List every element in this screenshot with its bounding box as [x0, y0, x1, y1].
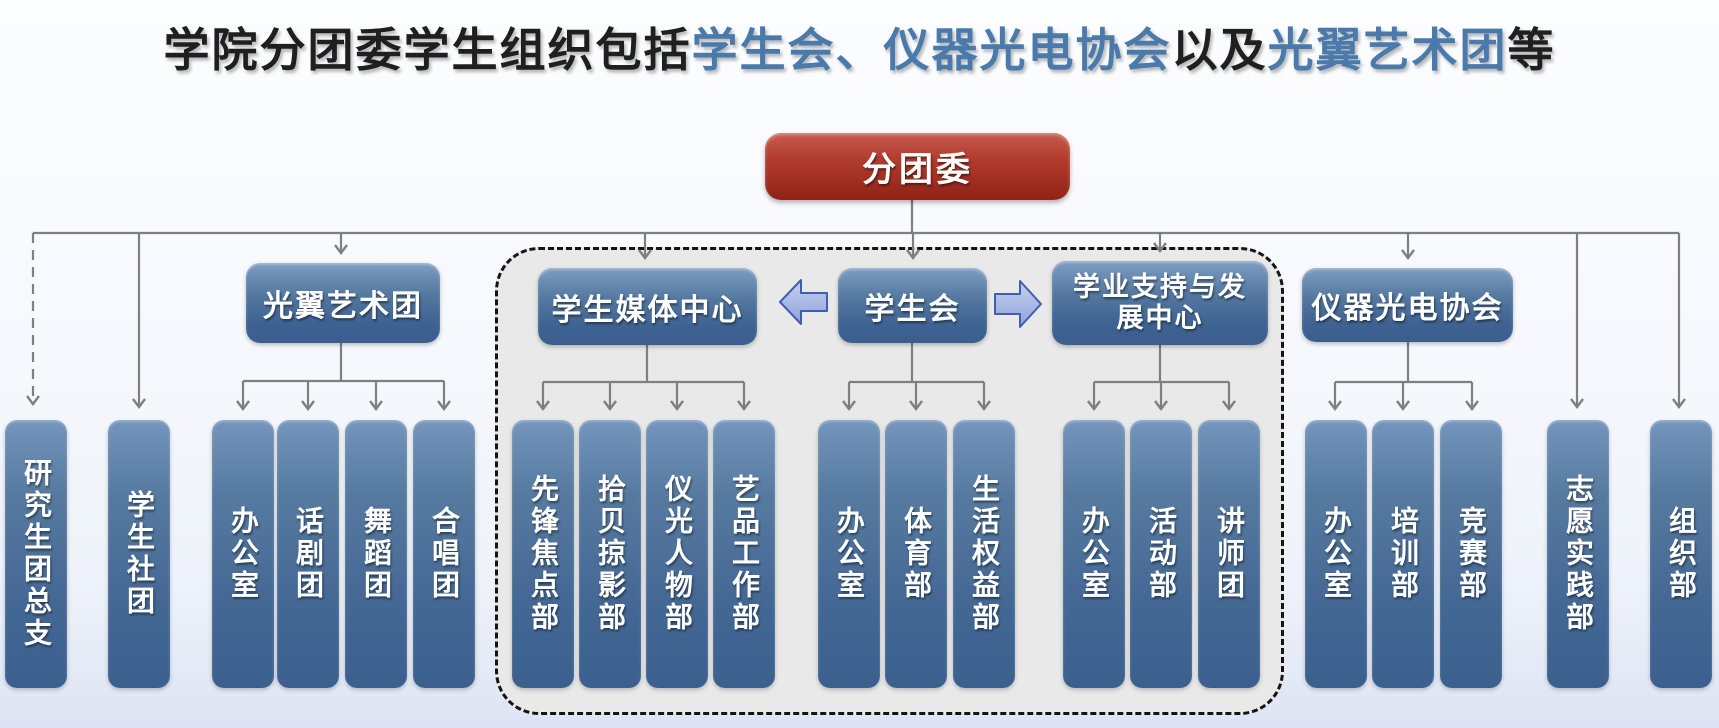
wire-rail [1335, 342, 1472, 384]
wire-rail [543, 345, 744, 384]
node-student-union: 学生会 [838, 268, 987, 343]
wire-rail [243, 343, 444, 383]
node-student-clubs: 学生社团 [108, 420, 170, 688]
node-life-rights-dept: 生活权益部 [953, 420, 1015, 688]
node-dance-troupe: 舞蹈团 [345, 420, 407, 688]
right-block-arrow-icon [994, 280, 1042, 328]
node-wing-of-light-art-troupe: 光翼艺术团 [246, 263, 440, 343]
node-art-works-dept: 艺品工作部 [713, 420, 775, 688]
node-association-office: 办公室 [1305, 420, 1367, 688]
node-student-media-center: 学生媒体中心 [538, 268, 757, 345]
wire-rail [849, 343, 984, 384]
node-drama-troupe: 话剧团 [277, 420, 339, 688]
title-segment-highlight: 光翼艺术团 [1267, 24, 1508, 76]
node-art-troupe-office: 办公室 [212, 420, 274, 688]
node-pioneer-focus-dept: 先锋焦点部 [512, 420, 574, 688]
node-support-office: 办公室 [1063, 420, 1125, 688]
title-segment: 等 [1507, 24, 1556, 76]
node-instrument-optoelectronics-association: 仪器光电协会 [1302, 268, 1513, 342]
node-graduate-league-branch: 研究生团总支 [5, 420, 67, 688]
node-lecturer-group: 讲师团 [1198, 420, 1260, 688]
node-academic-support-development-center: 学业支持与发展中心 [1052, 261, 1268, 345]
node-volunteer-practice-dept: 志愿实践部 [1547, 420, 1609, 688]
node-activities-dept: 活动部 [1130, 420, 1192, 688]
title-segment: 以及 [1171, 24, 1268, 76]
node-training-dept: 培训部 [1372, 420, 1434, 688]
title-segment: 学院分团委学生组织包括 [163, 24, 692, 76]
title-segment-highlight: 学生会、仪器光电协会 [691, 24, 1172, 76]
node-organization-dept: 组织部 [1650, 420, 1712, 688]
node-people-dept: 仪光人物部 [646, 420, 708, 688]
node-choir: 合唱团 [413, 420, 475, 688]
node-competition-dept: 竞赛部 [1440, 420, 1502, 688]
node-sports-dept: 体育部 [885, 420, 947, 688]
wire-rail [1094, 345, 1229, 384]
left-block-arrow-icon [779, 279, 828, 325]
node-youth-league-committee: 分团委 [765, 133, 1070, 200]
node-union-office: 办公室 [818, 420, 880, 688]
node-photography-dept: 拾贝掠影部 [579, 420, 641, 688]
page-title: 学院分团委学生组织包括学生会、仪器光电协会以及光翼艺术团等 [0, 14, 1719, 80]
